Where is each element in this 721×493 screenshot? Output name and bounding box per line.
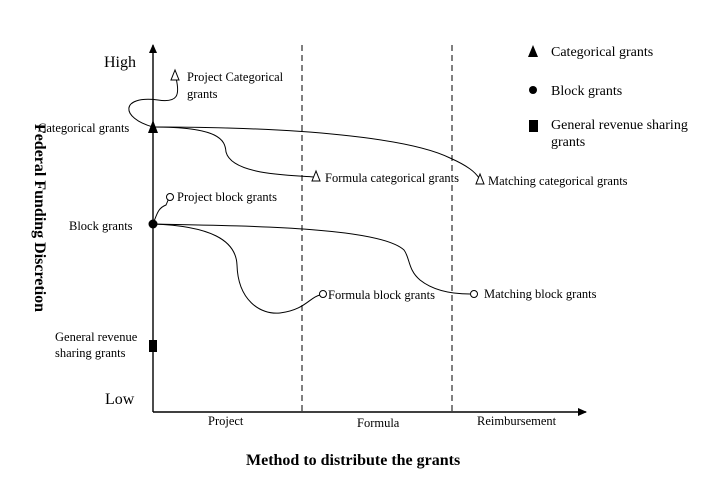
block-filled-circle-marker: [148, 219, 158, 229]
project-block-label: Project block grants: [177, 190, 277, 204]
general-revenue-filled-square-marker: [149, 340, 157, 352]
legend-categorical-label: Categorical grants: [551, 45, 653, 60]
project-categorical-open-triangle-marker: [170, 68, 180, 81]
categorical-filled-triangle-marker: [148, 120, 158, 133]
legend-block-circle-marker: [529, 86, 537, 94]
formula-block-open-circle-marker: [319, 290, 327, 298]
connector-matching-block: [152, 223, 471, 295]
connector-matching-categorical: [152, 126, 480, 179]
matching-block-open-circle-marker: [470, 290, 478, 298]
level-general-label-line2: sharing grants: [55, 346, 126, 360]
connector-project-categorical: [128, 77, 179, 128]
matching-categorical-open-triangle-marker: [475, 172, 485, 185]
project-categorical-label-line1: Project Categorical: [187, 70, 284, 84]
y-axis-title: Federal Funding Discretion: [31, 124, 48, 312]
legend: Categorical grants Block grants General …: [528, 45, 688, 150]
level-categorical-label: Categorical grants: [38, 121, 129, 135]
legend-block-label: Block grants: [551, 84, 622, 99]
matching-block-label: Matching block grants: [484, 287, 597, 301]
connector-formula-block: [152, 223, 321, 314]
level-general-label-line1: General revenue: [55, 330, 138, 344]
formula-block-label: Formula block grants: [328, 288, 435, 302]
x-category-project: Project: [208, 414, 244, 428]
project-block-open-circle-marker: [166, 193, 174, 201]
y-axis-low-label: Low: [105, 391, 135, 408]
x-category-formula: Formula: [357, 416, 400, 430]
level-block-label: Block grants: [69, 219, 133, 233]
matching-categorical-label: Matching categorical grants: [488, 174, 628, 188]
project-categorical-label-line2: grants: [187, 87, 218, 101]
formula-categorical-label: Formula categorical grants: [325, 171, 459, 185]
x-axis-title: Method to distribute the grants: [246, 452, 460, 469]
x-category-reimbursement: Reimbursement: [477, 414, 557, 428]
legend-general-label-line2: grants: [551, 135, 585, 150]
y-axis-high-label: High: [104, 54, 136, 71]
connector-formula-categorical: [152, 126, 315, 178]
legend-categorical-triangle-marker: [528, 45, 538, 57]
legend-general-label-line1: General revenue sharing: [551, 118, 688, 133]
legend-general-square-marker: [529, 120, 538, 132]
connector-project-block: [152, 197, 170, 225]
formula-categorical-open-triangle-marker: [311, 169, 321, 182]
